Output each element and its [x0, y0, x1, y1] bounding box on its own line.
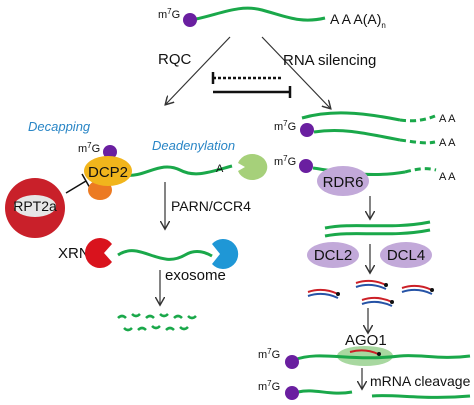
guide-sirna — [349, 349, 379, 355]
crosstalk-inhibition — [211, 72, 292, 98]
dcl4-label: DCL4 — [387, 247, 425, 264]
sirna-strand — [401, 284, 433, 291]
silencing-cap-circle-2 — [299, 159, 313, 173]
sirna-duplex — [307, 288, 340, 299]
sirna-strand — [307, 288, 339, 295]
guide-sirna-end — [377, 352, 381, 356]
deadenylase-a-label: A — [216, 163, 224, 175]
rpt2a-label-bg — [14, 195, 56, 217]
fragment — [151, 325, 161, 330]
aa-label-2: A A — [439, 137, 456, 149]
rpt2a-inhibit-line — [65, 180, 87, 194]
sirna-strand — [361, 300, 393, 307]
cleaved-cap-label: m7G — [258, 379, 280, 393]
dcp2-shape — [84, 156, 132, 186]
fragment — [145, 314, 155, 319]
rqc-cap-label: m7G — [78, 141, 100, 155]
fragment — [159, 313, 169, 318]
sirna-end — [336, 292, 340, 296]
sirna-end — [390, 300, 394, 304]
rna-strand-1a-dashed — [399, 114, 436, 123]
exosome-label: exosome — [165, 267, 226, 284]
rpt2a-label: RPT2a — [13, 198, 57, 214]
polya-tail: A A A(A)n — [330, 11, 386, 30]
cleaved-fragment-3prime — [371, 394, 471, 399]
deadenylation-label: Deadenylation — [152, 138, 235, 153]
sirna-strand — [355, 283, 387, 290]
fragment — [187, 315, 197, 320]
rdr6-shape — [317, 166, 369, 196]
dcp2-label: DCP2 — [88, 164, 128, 181]
rdr6-label: RDR6 — [323, 174, 364, 191]
silencing-cap-label-1: m7G — [274, 119, 296, 133]
fragment — [137, 326, 147, 331]
dcl4-shape — [380, 242, 432, 268]
target-cap-circle — [285, 355, 299, 369]
sirna-duplexes — [307, 279, 434, 307]
target-rna-strand — [293, 354, 471, 362]
top-cap-circle — [183, 13, 197, 27]
rqc-rna-strand — [124, 164, 233, 177]
target-cap-label: m7G — [258, 347, 280, 361]
dsrna-strand-top — [324, 220, 431, 230]
fragment — [123, 327, 133, 332]
sirna-strand — [355, 279, 387, 286]
aa-label-3: A A — [439, 171, 456, 183]
fragment — [131, 313, 141, 318]
rna-strand-2-dashed — [404, 167, 437, 174]
cleaved-fragment-5prime — [297, 389, 353, 395]
sirna-duplex — [361, 296, 394, 307]
exosome-shape — [212, 239, 239, 270]
top-mrna: m7G A A A(A)n — [158, 6, 386, 30]
rqc-branch: Decapping Deadenylation m7G RPT2a DCP2 A… — [5, 119, 268, 332]
sirna-strand — [401, 288, 433, 295]
decaying-rna-strand — [117, 249, 213, 261]
sirna-end — [430, 288, 434, 292]
top-cap-label: m7G — [158, 7, 180, 21]
sirna-strand — [361, 296, 393, 303]
mrna-cleavage-label: mRNA cleavage — [370, 373, 471, 389]
xrn4-shape — [85, 238, 112, 269]
sirna-duplex — [355, 279, 388, 290]
dcl2-shape — [307, 242, 359, 268]
ago1-label: AGO1 — [345, 332, 387, 349]
dsrna-strand-bottom — [324, 228, 431, 238]
fragment — [117, 314, 127, 319]
rna-fragments — [117, 313, 197, 332]
parn-ccr4-label: PARN/CCR4 — [171, 198, 251, 214]
rqc-cap-circle — [103, 145, 117, 159]
dcl2-label: DCL2 — [314, 247, 352, 264]
cleaved-cap-circle — [285, 386, 299, 400]
rna-strand-1b — [313, 128, 401, 142]
sirna-strand — [307, 292, 339, 299]
silencing-cap-circle-1 — [300, 123, 314, 137]
rna-silencing-label: RNA silencing — [283, 52, 376, 69]
top-rna-strand — [195, 6, 326, 22]
rqc-label: RQC — [158, 51, 192, 68]
fragment — [173, 314, 183, 319]
silencing-cap-label-2: m7G — [274, 154, 296, 168]
rna-strand-1a — [301, 111, 401, 122]
fragment — [179, 326, 189, 331]
rqc-arrow — [166, 36, 231, 104]
deadenylase-shape — [238, 153, 268, 180]
silencing-arrow — [261, 36, 330, 108]
rna-strand-1b-dashed — [399, 138, 436, 145]
aa-label-1: A A — [439, 113, 456, 125]
rpt2a-inhibit-bar — [81, 173, 91, 189]
fragment — [165, 326, 175, 331]
sirna-duplex — [401, 284, 434, 295]
sirna-end — [384, 283, 388, 287]
decapping-label: Decapping — [28, 119, 91, 134]
silencing-branch: m7G A A A A m7G A A RDR6 DCL2 DCL4 — [258, 111, 471, 400]
